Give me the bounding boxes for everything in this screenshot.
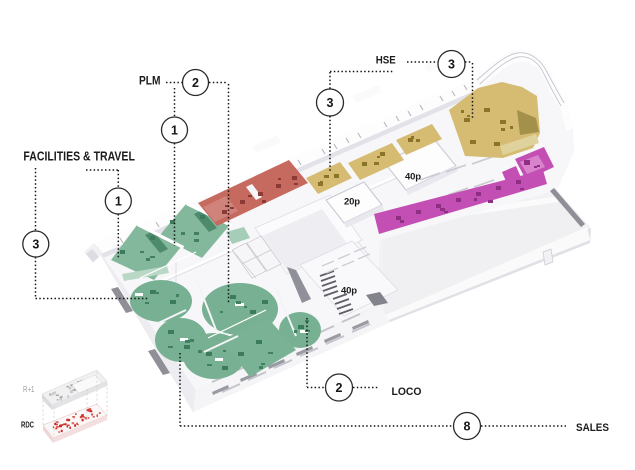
svg-text:LOCO: LOCO [392,386,422,398]
svg-text:FACILITIES & TRAVEL: FACILITIES & TRAVEL [23,149,135,163]
svg-text:40p: 40p [341,286,357,297]
svg-text:1: 1 [171,124,178,138]
svg-text:3: 3 [32,238,39,252]
svg-text:RDC: RDC [21,420,34,430]
svg-text:HSE: HSE [376,55,396,67]
svg-text:40p: 40p [405,172,421,183]
svg-text:20p: 20p [344,197,360,208]
svg-text:R+1: R+1 [23,385,35,394]
svg-text:8: 8 [464,420,471,434]
svg-text:1: 1 [115,195,122,209]
svg-text:3: 3 [327,96,334,110]
svg-text:2: 2 [336,381,343,395]
svg-text:3: 3 [448,58,455,72]
svg-text:SALES: SALES [576,422,609,434]
svg-text:PLM: PLM [139,75,161,87]
svg-text:2: 2 [192,76,199,90]
